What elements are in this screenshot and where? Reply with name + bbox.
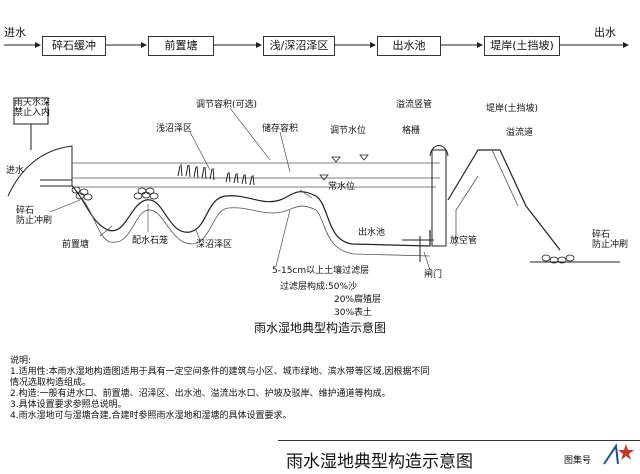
basin-bottom <box>71 185 431 247</box>
grating-cap <box>429 145 449 157</box>
title-block-sheet-label: 图集号 <box>564 456 592 466</box>
grating-label: 格栅 <box>402 126 421 136</box>
inlet-bank <box>7 145 73 197</box>
notes-line: 2.构造:一般有进水口、前置塘、沼泽区、出水池、溢流出水口、护坡及驳岸、维护通道… <box>10 389 391 399</box>
gravel-left-label: 碎石 防止冲刷 <box>16 206 53 226</box>
overflow-channel <box>491 149 519 207</box>
title-block-title: 雨水湿地典型构造示意图 <box>286 452 473 472</box>
warning-sign <box>13 97 49 150</box>
normal-level-marker <box>319 174 329 181</box>
deep-marsh-label: 深沼泽区 <box>196 240 233 250</box>
outlet-pool-label: 出水池 <box>358 228 386 238</box>
overflow-riser <box>431 149 447 247</box>
flow-end-label: 出水 <box>594 26 616 39</box>
gravel-cage <box>133 187 159 200</box>
flow-box-outlet-pool: 出水池 <box>377 36 441 56</box>
drain-pipe-label: 放空管 <box>450 236 478 246</box>
notes-line: 1.适用性:本雨水湿地构造图适用于具有一定空间条件的建筑与小区、城市绿地、滨水带… <box>10 367 430 377</box>
adjust-level-label: 调节水位 <box>330 126 367 136</box>
flow-box-marsh: 浅/深沼泽区 <box>263 36 335 56</box>
riser-level-marker <box>359 154 369 161</box>
normal-level-label: 常水位 <box>328 182 356 192</box>
flow-box-forebay: 前置塘 <box>148 36 214 56</box>
sign-label: 雨天水深 禁止入内 <box>14 98 51 118</box>
soil-layer-label: 5-15cm以上土壤过滤层 <box>272 266 370 276</box>
storage-volume-label: 储存容积 <box>262 124 299 134</box>
overflow-channel-label: 溢流道 <box>506 128 534 138</box>
adjust-level-marker <box>331 156 341 163</box>
inlet-label: 进水 <box>6 166 25 176</box>
embankment-inner <box>455 175 479 246</box>
adjust-volume-label: 调节容积(可选) <box>196 100 258 110</box>
notes-line: 4.雨水湿地可与湿塘合建,合建时参照雨水湿地和湿塘的具体设置要求。 <box>10 411 292 421</box>
gravel-cage-label: 配水石笼 <box>132 236 169 246</box>
shallow-marsh-label: 浅沼泽区 <box>156 124 193 134</box>
embankment-label: 堤岸(土挡坡) <box>486 104 539 114</box>
embankment <box>447 149 561 251</box>
watermark-logo-icon <box>603 443 634 465</box>
notes-line: 说明: <box>10 356 32 366</box>
filter-b-label: 20%腐殖层 <box>334 295 382 305</box>
forebay-label: 前置塘 <box>62 240 90 250</box>
flow-box-gravel-buffer: 碎石缓冲 <box>42 36 106 56</box>
outlet-structure <box>402 145 449 262</box>
water-level-markers <box>319 154 369 181</box>
overflow-riser-label: 溢流竖管 <box>396 100 433 110</box>
filter-c-label: 30%表土 <box>334 308 373 318</box>
leader-lines <box>49 107 431 271</box>
inlet-gravel <box>71 186 93 201</box>
title-block: 雨水湿地典型构造示意图 图集号 <box>278 440 640 474</box>
diagram-caption: 雨水湿地典型构造示意图 <box>253 321 386 335</box>
flow-start-label: 进水 <box>4 26 26 39</box>
outlet-gravel <box>541 254 575 264</box>
filter-title-label: 过滤层构成:50%沙 <box>280 282 358 292</box>
valve-label: 闸门 <box>424 270 443 280</box>
gravel-right-label: 碎石 防止冲刷 <box>592 230 629 250</box>
notes-block: 说明: 1.适用性:本雨水湿地构造图适用于具有一定空间条件的建筑与小区、城市绿地… <box>10 356 530 422</box>
water-level-lines <box>72 162 440 188</box>
notes-line: 3.具体设置要求参照总说明。 <box>10 400 127 410</box>
marsh-vegetation <box>177 163 255 186</box>
notes-line: 情况选取构造组成。 <box>10 378 92 388</box>
basin-soil-hatch <box>79 195 431 257</box>
flow-box-embankment: 堤岸(土挡坡) <box>484 36 560 56</box>
inlet-pipe <box>40 179 72 187</box>
